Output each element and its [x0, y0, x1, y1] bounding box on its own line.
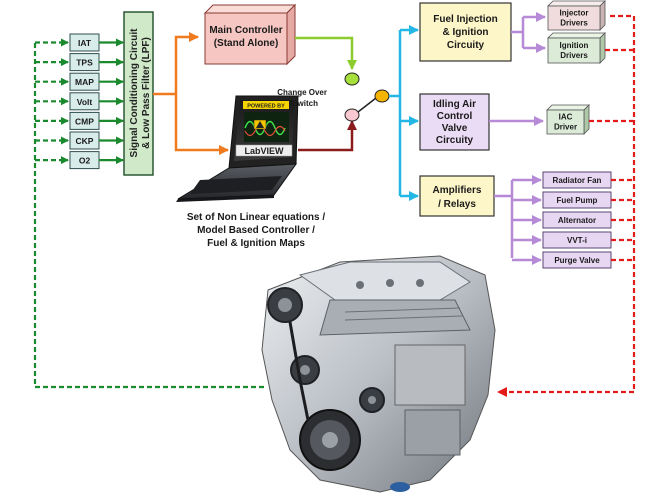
- actuator-label: Radiator Fan: [553, 176, 602, 185]
- actuator-alternator: Alternator: [542, 211, 612, 229]
- laptop-caption-line3: Fuel & Ignition Maps: [207, 238, 305, 249]
- sensor-o2: O2: [69, 151, 100, 170]
- ignition-drivers-block: Ignition Drivers: [547, 32, 606, 64]
- amplifier-to-actuator-arrows: [494, 175, 542, 265]
- actuator-label: VVT-i: [567, 236, 587, 245]
- actuator-label: Fuel Pump: [557, 196, 598, 205]
- sensor-label: MAP: [75, 77, 94, 87]
- actuator-purge-valve: Purge Valve: [542, 251, 612, 269]
- actuator-radiator-fan: Radiator Fan: [542, 171, 612, 189]
- engine-image: [261, 255, 496, 493]
- actuator-fuel-pump: Fuel Pump: [542, 191, 612, 209]
- fuel-ignition-line1: Fuel Injection: [433, 14, 497, 25]
- iac-driver-line1: IAC: [559, 113, 573, 122]
- iac-driver-line2: Driver: [554, 123, 577, 132]
- sensor-label: Volt: [77, 97, 93, 107]
- idling-air-line2: Control: [437, 111, 473, 122]
- laptop-caption-line2: Model Based Controller /: [197, 225, 315, 236]
- sensor-label: TPS: [76, 58, 93, 68]
- actuator-label: Purge Valve: [554, 256, 600, 265]
- idling-air-line1: Idling Air: [433, 99, 476, 110]
- switch-contact-orange: [374, 89, 390, 103]
- injector-drivers-line2: Drivers: [560, 19, 588, 28]
- signal-conditioning-line1: Signal Conditioning Circuit: [129, 28, 140, 158]
- switch-output-arrows: [389, 25, 419, 201]
- sensor-label: O2: [79, 156, 91, 166]
- injector-drivers-line1: Injector: [560, 9, 589, 18]
- signal-conditioning-block: Signal Conditioning Circuit & Low Pass F…: [123, 11, 154, 176]
- idling-air-control-block: Idling Air Control Valve Circuity: [419, 93, 490, 151]
- actuator-output-lines: [497, 14, 636, 397]
- switch-label-line1: Change Over: [277, 88, 327, 97]
- ignition-drivers-line2: Drivers: [560, 51, 588, 60]
- labview-laptop: POWERED BY LabVIEW: [176, 95, 299, 202]
- sensor-label: IAT: [78, 38, 92, 48]
- amplifiers-line1: Amplifiers: [433, 185, 482, 196]
- actuator-label: Alternator: [558, 216, 596, 225]
- signal-conditioning-line2: & Low Pass Filter (LPF): [141, 37, 152, 149]
- injector-drivers-block: Injector Drivers: [547, 0, 606, 31]
- laptop-to-switch-arrow: [298, 120, 357, 152]
- main-to-switch-arrow: [295, 36, 357, 70]
- main-controller-block: Main Controller (Stand Alone): [203, 3, 297, 66]
- laptop-banner: POWERED BY: [247, 103, 285, 109]
- sensor-cmp: CMP: [69, 111, 100, 130]
- svg-text:Signal Conditioning Circuit: Signal Conditioning Circuit: [129, 28, 140, 158]
- sensor-tps: TPS: [69, 53, 100, 72]
- switch-label-line2: Switch: [292, 99, 318, 108]
- fuel-ignition-line3: Circuity: [447, 40, 485, 51]
- labview-logo: LabVIEW: [244, 146, 284, 156]
- amplifiers-relays-block: Amplifiers / Relays: [419, 175, 495, 217]
- ignition-drivers-line1: Ignition: [560, 41, 589, 50]
- sensor-feedback-lines: [33, 38, 264, 389]
- main-controller-line1: Main Controller: [209, 25, 282, 36]
- fuel-injection-ignition-block: Fuel Injection & Ignition Circuity: [419, 2, 512, 62]
- fuel-ignition-line2: & Ignition: [442, 27, 488, 38]
- sensor-iat: IAT: [69, 33, 100, 52]
- laptop-caption-line1: Set of Non Linear equations /: [187, 212, 326, 223]
- sensor-label: CMP: [75, 116, 94, 126]
- switch-contact-pink: [344, 108, 360, 122]
- sc-output-arrows: [153, 32, 229, 155]
- sensor-ckp: CKP: [69, 131, 100, 150]
- svg-text:& Low Pass Filter (LPF): & Low Pass Filter (LPF): [141, 37, 152, 149]
- sensor-map: MAP: [69, 72, 100, 91]
- sensor-label: CKP: [76, 136, 94, 146]
- sensor-to-signal-conditioning-arrows: [99, 38, 124, 165]
- amplifiers-line2: / Relays: [438, 199, 476, 210]
- idling-air-line3: Valve: [442, 123, 468, 134]
- actuator-vvt-i: VVT-i: [542, 231, 612, 249]
- change-over-switch: Change Over Switch: [277, 72, 390, 122]
- main-controller-line2: (Stand Alone): [214, 38, 279, 49]
- laptop-caption: Set of Non Linear equations / Model Base…: [187, 212, 326, 249]
- iac-driver-block: IAC Driver: [546, 104, 590, 135]
- switch-contact-green: [344, 72, 360, 86]
- fuel-to-drivers-arrows: [511, 12, 546, 53]
- sensor-volt: Volt: [69, 92, 100, 111]
- idling-air-line4: Circuity: [436, 135, 474, 146]
